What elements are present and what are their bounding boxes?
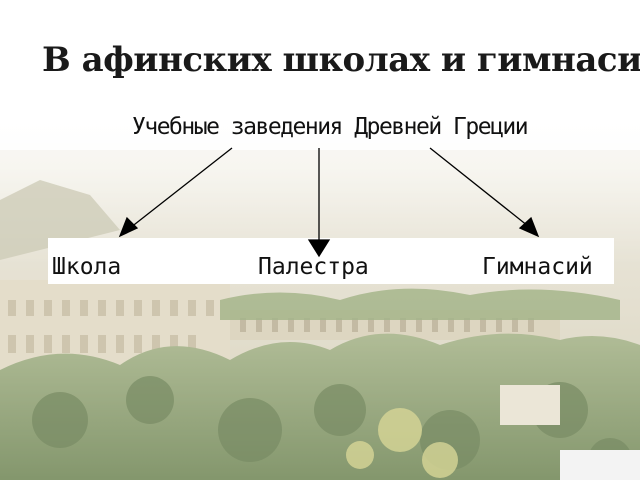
- slide-header-area: [0, 0, 640, 150]
- child-labels-band: [48, 238, 614, 284]
- arrow-to-gymnasium: [429, 147, 529, 227]
- slide-title: В афинских школах и гимнасиях: [42, 40, 640, 80]
- child-node-school: Школа: [52, 254, 122, 280]
- child-node-palestra: Палестра: [258, 254, 369, 280]
- arrowhead-school: [118, 216, 139, 238]
- arrowhead-gymnasium: [518, 216, 540, 238]
- child-node-gymnasium: Гимнасий: [482, 254, 593, 280]
- arrow-to-school: [129, 147, 233, 229]
- root-node-label: Учебные заведения Древней Греции: [132, 114, 529, 140]
- arrowhead-palestra: [307, 239, 331, 258]
